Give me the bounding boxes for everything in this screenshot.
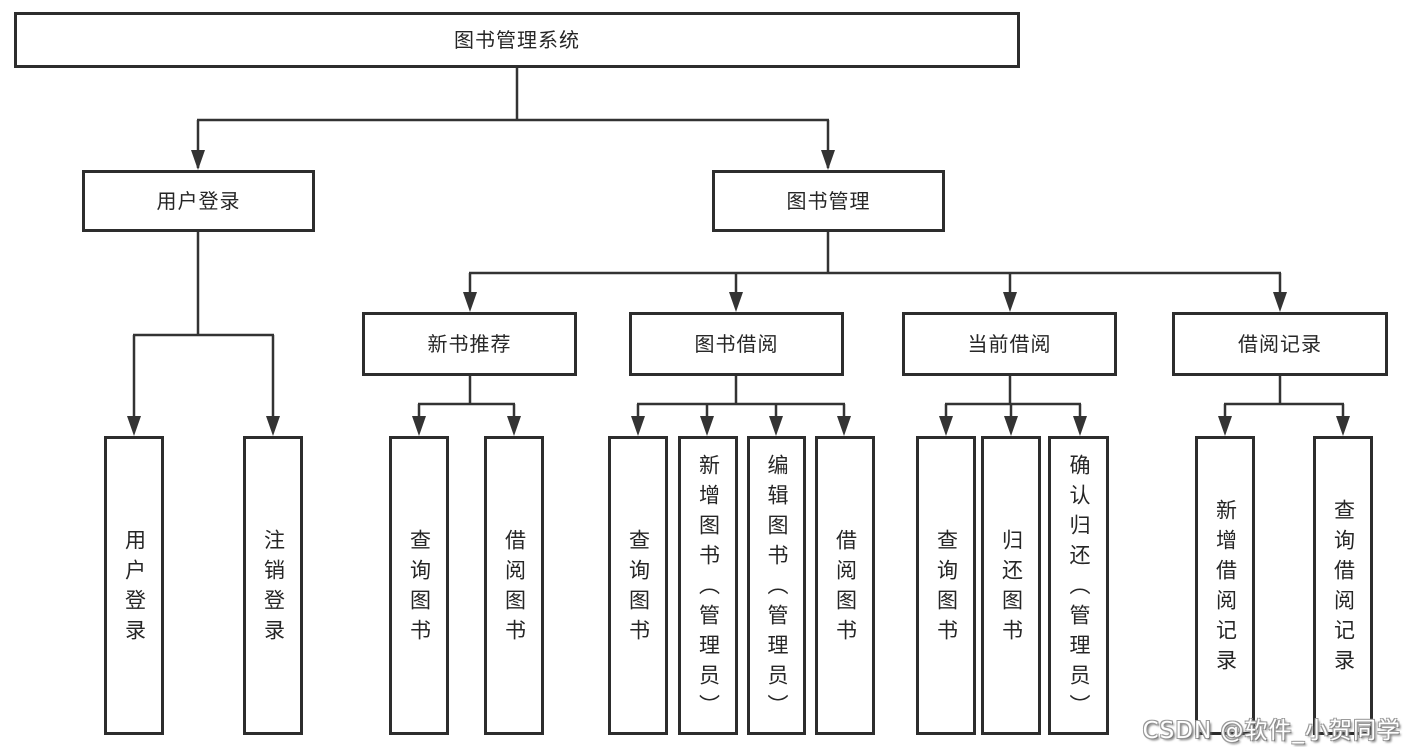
watermark: CSDN @软件_小贺同学 — [1142, 718, 1401, 744]
node-book-management: 图书管理 — [712, 170, 945, 232]
leaf-return-books: 归还图书 — [981, 436, 1041, 735]
node-current-borrowing: 当前借阅 — [902, 312, 1117, 376]
leaf-query-borrow-record: 查询借阅记录 — [1313, 436, 1373, 735]
leaf-query-books-current: 查询图书 — [916, 436, 976, 735]
leaf-query-books-recommend: 查询图书 — [389, 436, 449, 735]
leaf-add-borrow-record: 新增借阅记录 — [1195, 436, 1255, 735]
leaf-add-books-admin: 新增图书（管理员） — [678, 436, 738, 735]
leaf-logout: 注销登录 — [243, 436, 303, 735]
node-library-management-system: 图书管理系统 — [14, 12, 1020, 68]
leaf-confirm-return-admin: 确认归还（管理员） — [1048, 436, 1109, 735]
leaf-edit-books-admin: 编辑图书（管理员） — [747, 436, 806, 735]
leaf-borrow-books-recommend: 借阅图书 — [484, 436, 544, 735]
leaf-user-login: 用户登录 — [104, 436, 164, 735]
node-borrowing-records: 借阅记录 — [1172, 312, 1388, 376]
node-new-book-recommendation: 新书推荐 — [362, 312, 577, 376]
node-user-login: 用户登录 — [82, 170, 315, 232]
leaf-borrow-books: 借阅图书 — [815, 436, 875, 735]
leaf-query-books-borrowing: 查询图书 — [608, 436, 668, 735]
node-book-borrowing: 图书借阅 — [629, 312, 844, 376]
